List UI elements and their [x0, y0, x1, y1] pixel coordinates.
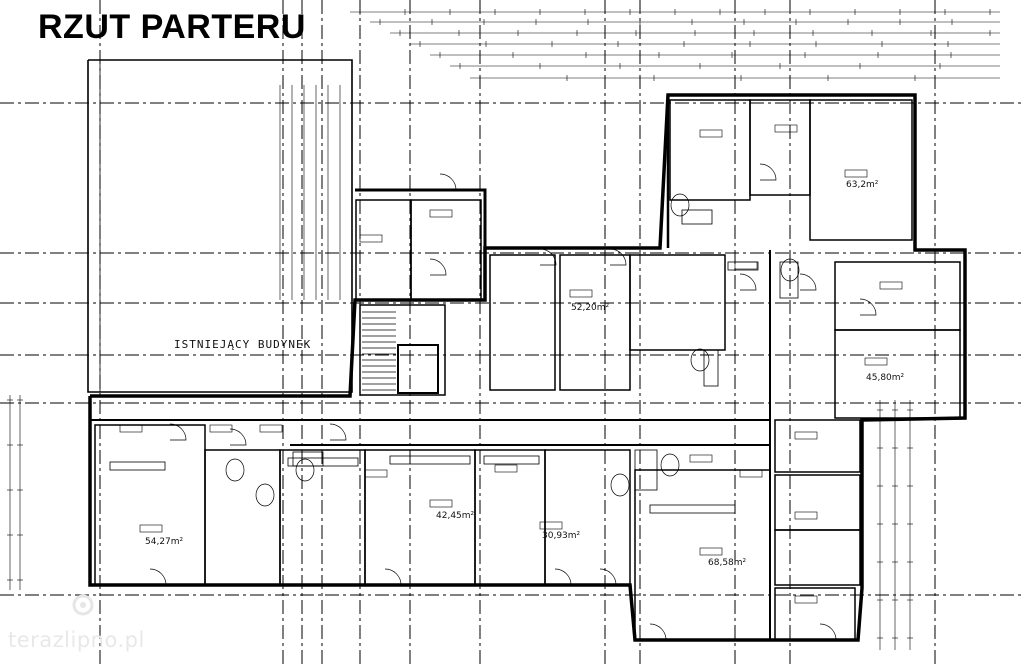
bathtub-icon [681, 209, 713, 225]
room-label-box [734, 261, 758, 270]
toilet-fixture-icon [780, 258, 800, 282]
toilet-fixture-icon [225, 458, 245, 482]
staircase-outline [359, 304, 446, 396]
room-label-box [689, 454, 713, 463]
plan-title: RZUT PARTERU [38, 8, 306, 46]
interior-details [109, 124, 903, 641]
toilet-fixture-icon [255, 483, 275, 507]
door-swing-icon [859, 298, 877, 316]
room-label-box [139, 524, 163, 533]
room-outline [544, 449, 631, 586]
door-swing-icon [329, 423, 347, 441]
exterior-wall [88, 93, 967, 642]
room-outline [774, 474, 861, 531]
room-outline [834, 261, 961, 331]
room-outline [474, 449, 546, 586]
room-area-label: 30,93m² [542, 531, 581, 541]
room-outline [355, 199, 412, 301]
room-outline [774, 587, 856, 641]
kitchen-counter [483, 455, 540, 465]
room-label-box [699, 129, 723, 138]
toilet-fixture-icon [660, 453, 680, 477]
room-label-box [794, 511, 818, 520]
kitchen-counter [109, 461, 166, 471]
room-outline [559, 254, 631, 391]
door-swing-icon [539, 248, 557, 266]
room-area-label: 52,20m² [571, 303, 610, 313]
room-label-box [494, 464, 518, 473]
existing-building-label: ISTNIEJĄCY BUDYNEK [174, 338, 312, 351]
room-label-box [569, 289, 593, 298]
room-label-box [794, 431, 818, 440]
door-swing-icon [599, 568, 617, 586]
room-outline [774, 419, 861, 473]
dimension-lines [7, 9, 1000, 650]
kitchen-counter [649, 504, 736, 514]
room-outline [669, 99, 751, 201]
kitchen-counter [389, 455, 471, 465]
bathtub-icon [634, 449, 658, 491]
door-swing-icon [739, 273, 757, 291]
kitchen-counter [287, 457, 359, 467]
walls [87, 59, 967, 642]
room-label-box [739, 469, 763, 478]
bathtub-icon [703, 349, 719, 387]
toilet-fixture-icon [610, 473, 630, 497]
room-label-box [429, 209, 453, 218]
room-label-box [879, 281, 903, 290]
room-label-box [539, 521, 563, 530]
toilet-fixture-icon [295, 458, 315, 482]
room-label-box [699, 547, 723, 556]
room-outline [629, 254, 726, 351]
door-swing-icon [149, 568, 167, 586]
door-swing-icon [759, 163, 777, 181]
door-swing-icon [819, 623, 837, 641]
room-area-label: 42,45m² [436, 511, 475, 521]
room-area-label: 54,27m² [145, 537, 184, 547]
room-outline [489, 254, 556, 391]
elevator-shaft [397, 344, 439, 394]
room-outline [410, 199, 482, 301]
door-swing-icon [429, 258, 447, 276]
door-swing-icon [554, 568, 572, 586]
room-label-box [429, 499, 453, 508]
room-label-box [359, 234, 383, 243]
toilet-fixture-icon [690, 348, 710, 372]
door-swing-icon [439, 173, 457, 191]
room-outline [204, 449, 281, 586]
room-area-label: 63,2m² [846, 180, 879, 190]
room-label-box [259, 424, 283, 433]
door-swing-icon [229, 428, 247, 446]
room-label-box [119, 424, 143, 433]
room-label-box [794, 595, 818, 604]
room-outline [834, 329, 961, 419]
door-swing-icon [169, 423, 187, 441]
room-outline [634, 469, 771, 641]
door-swing-icon [609, 248, 627, 266]
room-outline [809, 99, 913, 241]
room-label-box [774, 124, 798, 133]
room-outline [749, 99, 811, 196]
room-label-box [864, 357, 888, 366]
room-outline [94, 424, 206, 586]
door-swing-icon [649, 623, 667, 641]
room-label-box [364, 469, 388, 478]
door-swing-icon [384, 568, 402, 586]
watermark-text: terazlipno.pl [8, 628, 145, 652]
room-area-label: 45,80m² [866, 373, 905, 383]
watermark-logo-icon [72, 594, 94, 616]
exterior-wall [355, 188, 487, 300]
room-area-label: 68,58m² [708, 558, 747, 568]
toilet-fixture-icon [670, 193, 690, 217]
room-label-box [209, 424, 233, 433]
existing-building-outline [87, 59, 353, 393]
bathtub-icon [779, 261, 799, 299]
room-outline [774, 529, 861, 586]
door-swing-icon [799, 273, 817, 291]
room-label-box [844, 169, 868, 178]
